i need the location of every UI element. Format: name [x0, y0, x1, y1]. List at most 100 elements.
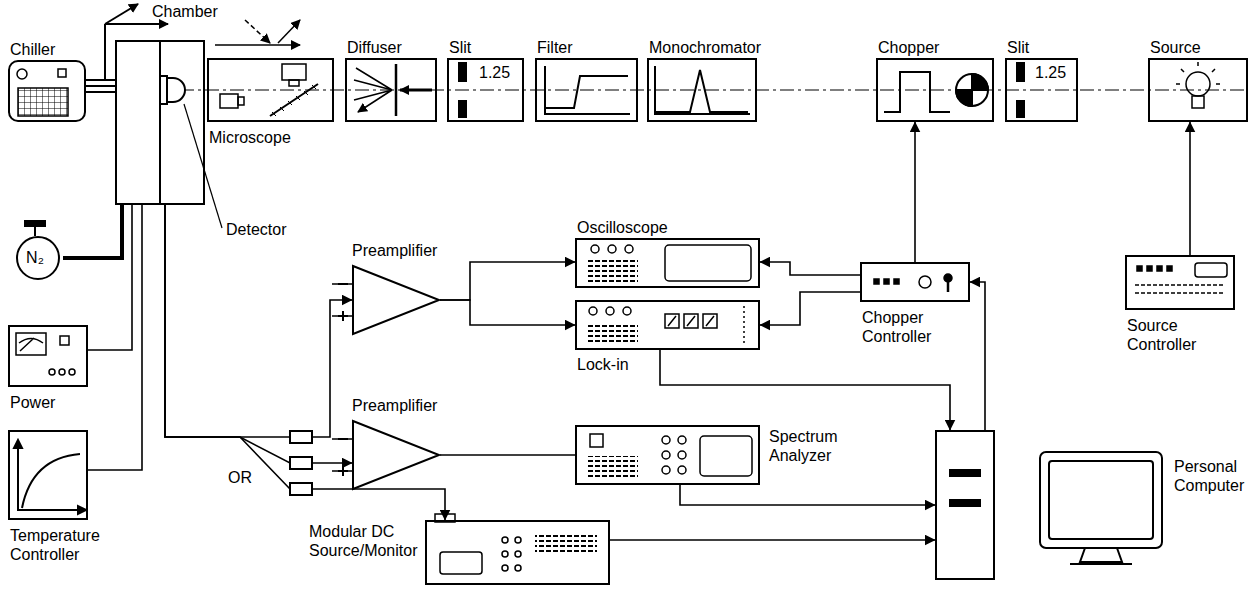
signal-connector	[610, 540, 935, 541]
microscope-icon	[289, 80, 299, 86]
preamplifier-symbol-outline	[352, 265, 440, 335]
spectrum-analyzer-icon	[678, 436, 686, 444]
signal-connector	[165, 205, 352, 437]
switch-terminal	[290, 431, 312, 443]
dc-monitor-icon	[502, 565, 508, 571]
node-label: Oscilloscope	[577, 218, 668, 237]
node-label: Source	[1150, 38, 1201, 57]
oscilloscope-icon	[625, 245, 633, 253]
connector-line	[440, 300, 575, 325]
gas-valve	[34, 226, 36, 236]
signal-connector	[680, 485, 935, 505]
preamplifier-symbol: Preamplifier	[352, 420, 440, 490]
node-label: Chopper Controller	[862, 308, 952, 346]
oscilloscope-icon	[588, 245, 751, 282]
node-value: N₂	[13, 248, 57, 267]
source-icon	[1186, 72, 1210, 96]
lockin-icon	[606, 307, 614, 315]
node-label: Spectrum Analyzer	[769, 427, 849, 465]
chopper-icon	[884, 72, 950, 112]
controller-icons	[947, 280, 950, 292]
coolant-pipe	[86, 86, 115, 87]
node-label: Source Controller	[1127, 316, 1217, 354]
chiller-icon	[58, 69, 66, 77]
connector-line	[680, 485, 935, 505]
gas-valve	[25, 221, 45, 226]
chamber-box: Chamber	[115, 40, 205, 205]
node-label: Preamplifier	[352, 396, 437, 415]
microscope-icon	[282, 64, 306, 80]
slit-bars	[458, 100, 467, 118]
source-icon	[1176, 62, 1220, 108]
temperature-icon	[22, 454, 80, 508]
connector-line	[660, 350, 950, 430]
filter-icon	[545, 66, 630, 114]
filter-icon	[545, 66, 630, 114]
node-label: Slit	[449, 38, 471, 57]
source-icon	[1176, 62, 1220, 84]
microscope-icon	[272, 85, 316, 116]
monochromator-icon	[655, 66, 750, 114]
monochromator-icon	[655, 66, 750, 114]
computer-icon	[950, 470, 980, 476]
pipe-line	[86, 85, 115, 87]
node-label: Chamber	[152, 2, 218, 21]
temperature-icon	[14, 440, 86, 514]
diffuser-box: Diffuser	[345, 58, 437, 122]
source-box: Source	[1148, 58, 1248, 122]
dc-monitor-icon	[440, 552, 482, 574]
switch-terminal	[290, 431, 312, 495]
node-value: 1.25	[479, 63, 510, 82]
power-icon	[59, 369, 65, 375]
chiller-box: Chiller	[8, 60, 86, 122]
controller-icons	[874, 263, 1227, 293]
computer-icon	[950, 500, 980, 506]
controller-icons	[919, 276, 931, 288]
spectrum-analyzer-icon	[588, 456, 638, 478]
temperature-icon	[14, 440, 86, 514]
monochromator-icon	[655, 70, 748, 112]
oscilloscope-icon	[591, 245, 599, 253]
signal-connector	[440, 300, 575, 325]
chopper-icon	[956, 74, 988, 106]
node-label: Modular DC Source/Monitor	[309, 522, 421, 560]
dc-monitor-icon	[515, 537, 521, 543]
microscope-icon	[270, 84, 318, 116]
switch-label: OR	[226, 468, 254, 487]
signal-connector	[760, 292, 860, 325]
spectrum-analyzer-icon	[588, 434, 752, 478]
connector-line	[1189, 122, 1191, 255]
signal-connector	[88, 205, 142, 470]
node-label: Monochromator	[649, 38, 761, 57]
chiller-icon	[18, 88, 68, 116]
signal-connector	[440, 262, 575, 300]
chopper-box: Chopper	[876, 58, 994, 122]
computer-icon	[1070, 548, 1132, 564]
diffuser-icon	[354, 68, 392, 112]
microscope-icon	[220, 94, 238, 108]
dc-monitor-icon	[502, 537, 508, 543]
spectrum-analyzer-icon	[662, 451, 670, 459]
slit-bars	[458, 62, 467, 82]
dc-monitor-icon	[515, 565, 521, 571]
chamber-detail	[160, 76, 167, 104]
lockin-icon	[623, 307, 631, 315]
microscope-icon	[245, 20, 270, 43]
slit-box: Slit1.25	[447, 58, 524, 122]
switch-terminal	[290, 457, 312, 469]
dc-monitor-icon	[502, 551, 508, 557]
dc-monitor-icon	[515, 551, 521, 557]
connector-line	[914, 122, 916, 262]
optical-axis	[180, 89, 1246, 90]
node-label: Slit	[1007, 38, 1029, 57]
microscope-box: Microscope	[207, 58, 334, 122]
amplifier-triangle	[353, 421, 439, 489]
coordinate-axes	[105, 4, 138, 24]
microscope-icon	[278, 20, 300, 43]
power-icon	[19, 338, 43, 351]
node-label: Microscope	[209, 128, 291, 147]
connector-line	[440, 454, 575, 456]
